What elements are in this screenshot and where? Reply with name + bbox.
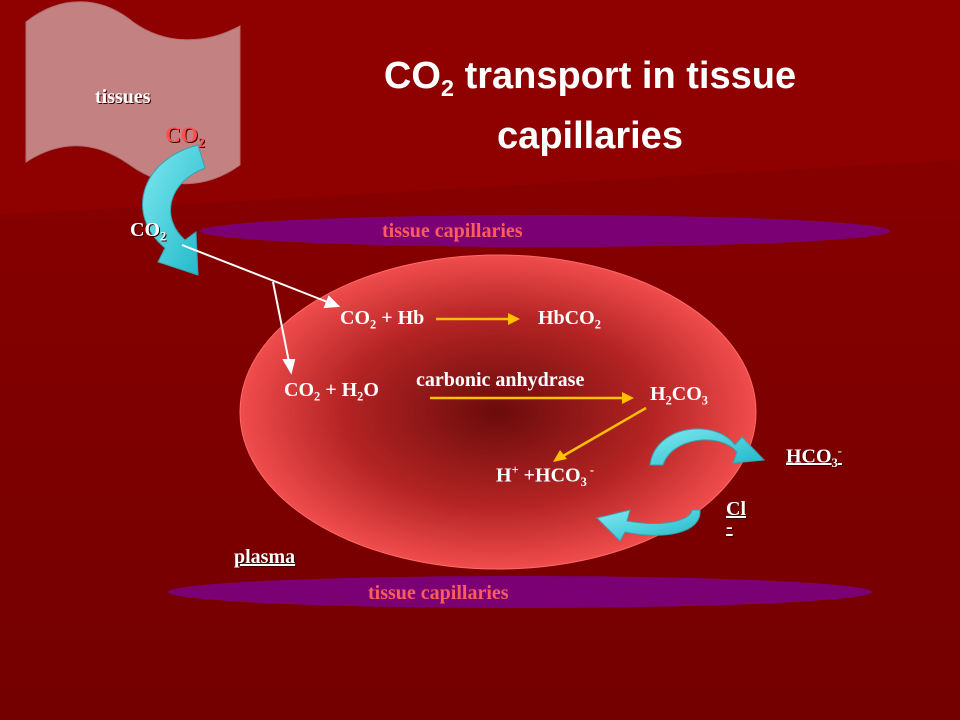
h-ion: H	[496, 464, 512, 487]
r2-co3-sub: 3	[701, 393, 708, 408]
r2-co3: CO	[671, 383, 702, 405]
page-title: CO2 transport in tissue capillaries	[330, 52, 850, 160]
co2-top-subscript: 2	[198, 134, 205, 150]
plasma-label: plasma	[234, 546, 296, 568]
chloride-charge: -	[726, 516, 733, 538]
r2-h-sub: 2	[357, 389, 364, 404]
chloride-text: Cl	[726, 498, 746, 520]
r2-h: + H	[320, 379, 358, 401]
capillary-label-top: tissue capillaries	[382, 220, 523, 242]
chloride-entry-arrow	[596, 509, 701, 542]
bicarb-text: HCO	[786, 445, 832, 468]
title-co: CO	[383, 55, 441, 97]
dissociation-products: H+ +HCO3 -	[496, 463, 594, 490]
enzyme-label: carbonic anhydrase	[416, 369, 585, 391]
co2-label-left: CO2	[130, 219, 166, 244]
r2-h2-sub: 2	[665, 393, 672, 408]
reaction-arrows	[430, 313, 647, 462]
capillary-label-bottom: tissue capillaries	[368, 582, 509, 604]
r1-hbco: HbCO	[538, 307, 595, 329]
title-line-1: CO2 transport in tissue	[330, 52, 850, 112]
co2-left-subscript: 2	[160, 229, 167, 244]
r2-o: O	[363, 379, 379, 401]
r1-co-sub: 2	[370, 317, 377, 332]
r2-co-sub: 2	[314, 389, 321, 404]
diffusion-arrows	[181, 244, 341, 375]
bicarb-sup: -	[837, 444, 842, 458]
r2-co: CO	[284, 379, 314, 401]
hco3-sup: -	[586, 463, 595, 477]
h-ion-sup: +	[511, 463, 519, 477]
hco3-sub: 3	[580, 474, 587, 489]
reaction2-left: CO2 + H2O	[284, 379, 379, 404]
r1-co: CO	[340, 307, 370, 329]
tissue-block	[25, 1, 241, 185]
capillary-band-top	[200, 215, 890, 247]
co2-top-text: CO	[165, 122, 198, 147]
chloride-label: Cl -	[726, 498, 746, 538]
capillary-band-bottom	[168, 576, 872, 608]
reaction1-right: HbCO2	[538, 307, 601, 332]
bicarb-sub: 3	[831, 455, 838, 470]
r2-h2: H	[650, 383, 666, 405]
reaction2-right: H2CO3	[650, 383, 708, 408]
title-line-2: capillaries	[497, 115, 683, 158]
reaction1-left: CO2 + Hb	[340, 307, 424, 332]
bicarbonate-exit-arrow	[649, 428, 766, 466]
co2-label-top: CO2	[165, 122, 205, 151]
red-blood-cell	[239, 254, 757, 570]
tissues-label: tissues	[95, 86, 151, 108]
co2-left-text: CO	[130, 219, 160, 241]
title-rest: transport in tissue	[454, 55, 797, 97]
co2-curved-arrow	[142, 144, 206, 276]
title-subscript: 2	[440, 75, 455, 102]
r1-hbco-sub: 2	[594, 317, 601, 332]
r1-hb: + Hb	[376, 307, 425, 329]
bicarbonate-label: HCO3-	[786, 444, 842, 471]
hco3: +HCO	[518, 464, 581, 487]
